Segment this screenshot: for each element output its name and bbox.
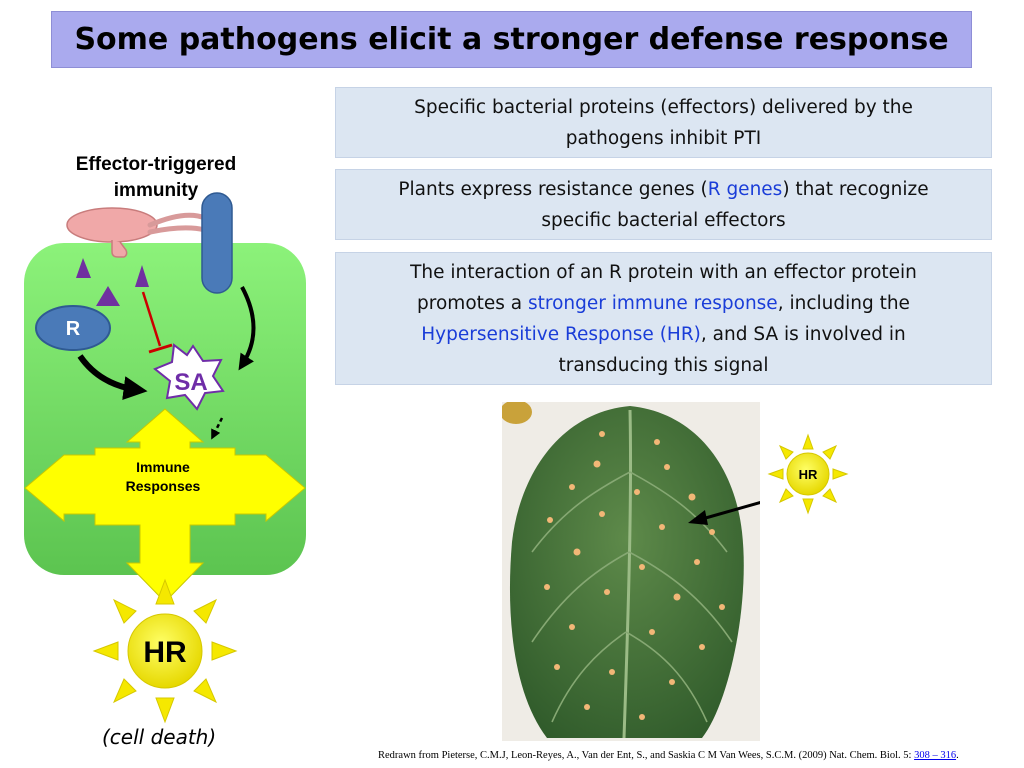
hr-sun (92, 578, 238, 724)
hr-spot (694, 559, 700, 565)
hr-small-ray-top (802, 433, 814, 450)
bacterium-to-sa-arrow (238, 286, 256, 371)
leaf-midrib (622, 409, 633, 739)
hr-small-ray-right (832, 468, 849, 480)
hr-spot (569, 484, 575, 490)
ett-heading: Effector-triggered immunity (75, 154, 237, 201)
interaction-pre: The interaction of an R protein with an … (410, 261, 917, 314)
bacterium-rod (201, 192, 233, 294)
sa-label: SA (174, 369, 207, 396)
hr-spot (649, 629, 655, 635)
info-box-effectors: Specific bacterial proteins (effectors) … (335, 87, 992, 158)
citation: Redrawn from Pieterse, C.M.J, Leon-Reyes… (378, 750, 959, 761)
hr-spot (669, 679, 675, 685)
hr-sun-ray-left (92, 641, 119, 661)
interaction-post: , and SA is involved in transducing this… (558, 323, 906, 376)
r-protein-label: R (66, 318, 81, 340)
hr-spot (609, 669, 615, 675)
effector-triangle-1 (76, 258, 91, 278)
citation-text: Redrawn from Pieterse, C.M.J, Leon-Reyes… (378, 750, 915, 761)
pathogen-flagellum (147, 212, 208, 235)
slide-title: Some pathogens elicit a stronger defense… (74, 22, 949, 57)
hr-small-ray-bl (778, 488, 794, 504)
hr-small-ray-bottom (802, 498, 814, 515)
effector-triangle-3 (96, 286, 120, 306)
hr-spot (639, 714, 645, 720)
effector-triangle-2 (135, 265, 149, 287)
hr-spot (599, 431, 605, 437)
hr-sun-ray-br (193, 678, 218, 704)
hr-spot (604, 589, 610, 595)
hr-small-ray-br (822, 488, 838, 504)
pathogen (66, 207, 208, 258)
leaf-hr-spots (544, 431, 725, 720)
info-box-interaction-text: The interaction of an R protein with an … (366, 257, 961, 381)
hr-spot (654, 439, 660, 445)
hr-label: HR (143, 636, 187, 669)
info-box-r-genes: Plants express resistance genes (R genes… (335, 169, 992, 240)
hr-small-core (786, 452, 830, 496)
hr-spot (659, 524, 665, 530)
hr-spot (599, 511, 605, 517)
hr-small-label: HR (799, 467, 818, 482)
r-genes-post: ) that recognize specific bacterial effe… (541, 178, 929, 231)
inhibition-line (141, 291, 162, 347)
hr-sun-ray-tr (193, 598, 218, 624)
pathogen-injector (111, 240, 128, 258)
leaf-veins (531, 471, 733, 723)
r-genes-pre: Plants express resistance genes ( (398, 178, 708, 200)
pathogen-body (66, 207, 158, 243)
immune-responses-label-line2: Responses (126, 478, 201, 494)
hr-spot (719, 604, 725, 610)
hr-sun-ray-tl (112, 598, 137, 624)
r-to-sa-arrow (77, 354, 148, 401)
hr-pointer-arrow-line (701, 500, 760, 521)
hr-spot (688, 493, 696, 501)
hr-spot (699, 644, 705, 650)
leaf-corner-flower (502, 402, 532, 424)
sa-to-immune-arrow (211, 417, 224, 440)
hr-small-ray-tr (822, 444, 838, 460)
leaf-photo (502, 402, 760, 741)
immune-responses-label-line1: Immune (136, 459, 190, 475)
hr-spot (634, 489, 640, 495)
hr-small-ray-tl (778, 444, 794, 460)
hr-sun-ray-bl (112, 678, 137, 704)
hr-small-ray-left (767, 468, 784, 480)
cell-death-label: (cell death) (102, 725, 217, 749)
citation-link[interactable]: 308 – 316 (914, 750, 957, 761)
hr-spot (593, 460, 601, 468)
hr-sun-ray-bottom (155, 697, 175, 724)
hr-spot (573, 548, 581, 556)
hr-spot (639, 564, 645, 570)
hr-sun-ray-right (211, 641, 238, 661)
inhibition-bar (148, 343, 173, 354)
hr-spot (547, 517, 553, 523)
sa-star (153, 343, 225, 411)
citation-end: . (956, 750, 959, 761)
hypersensitive-response-highlight: Hypersensitive Response (HR) (421, 323, 701, 345)
hr-spot (554, 664, 560, 670)
leaf-blade (509, 406, 744, 738)
leaf-illustration (502, 402, 760, 741)
hr-spot (709, 529, 715, 535)
info-box-r-genes-text: Plants express resistance genes (R genes… (366, 174, 961, 236)
stronger-immune-response-highlight: stronger immune response (528, 292, 778, 314)
hr-small-sun (767, 433, 849, 515)
hr-sun-core (127, 613, 203, 689)
title-bar: Some pathogens elicit a stronger defense… (51, 11, 972, 68)
hr-spot (569, 624, 575, 630)
hr-spot (673, 593, 681, 601)
hr-sun-ray-top (155, 578, 175, 605)
info-box-effectors-text: Specific bacterial proteins (effectors) … (414, 96, 913, 149)
hr-pointer-arrow-head (688, 510, 708, 525)
hr-spot (584, 704, 590, 710)
r-protein (35, 305, 111, 351)
interaction-mid: , including the (777, 292, 910, 314)
hr-spot (664, 464, 670, 470)
r-genes-highlight: R genes (707, 178, 783, 200)
info-box-interaction: The interaction of an R protein with an … (335, 252, 992, 385)
hr-spot (544, 584, 550, 590)
